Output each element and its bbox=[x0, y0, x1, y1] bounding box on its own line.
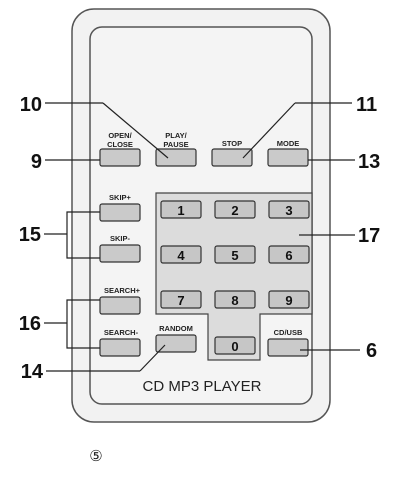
key-8-label: 8 bbox=[231, 293, 238, 308]
key-1[interactable] bbox=[160, 200, 202, 219]
leader-16-bracket bbox=[66, 299, 100, 349]
key-5[interactable] bbox=[214, 245, 256, 264]
callout-6: 6 bbox=[366, 340, 377, 362]
mode-label: MODE bbox=[277, 139, 300, 148]
skip-plus-label: SKIP+ bbox=[109, 193, 132, 202]
search-plus-button[interactable] bbox=[99, 296, 141, 315]
search-plus-label: SEARCH+ bbox=[104, 286, 141, 295]
key-3-label: 3 bbox=[285, 203, 292, 218]
key-0[interactable] bbox=[214, 336, 256, 355]
key-4-label: 4 bbox=[177, 248, 185, 263]
leader-lines bbox=[44, 102, 360, 372]
mode-button[interactable] bbox=[267, 148, 309, 167]
key-7-label: 7 bbox=[177, 293, 184, 308]
open-close-button[interactable] bbox=[99, 148, 141, 167]
cd-usb-label: CD/USB bbox=[274, 328, 303, 337]
skip-plus-button[interactable] bbox=[99, 203, 141, 222]
open-close-label-line2: CLOSE bbox=[107, 140, 133, 149]
key-1-label: 1 bbox=[177, 203, 184, 218]
stop-button[interactable] bbox=[211, 148, 253, 167]
callout-16: 16 bbox=[19, 313, 41, 335]
search-minus-label: SEARCH- bbox=[104, 328, 139, 337]
play-pause-label-line1: PLAY/ bbox=[165, 131, 187, 140]
key-9[interactable] bbox=[268, 290, 310, 309]
open-close-label-line1: OPEN/ bbox=[108, 131, 132, 140]
cd-usb-button[interactable] bbox=[267, 338, 309, 357]
callout-9: 9 bbox=[31, 151, 42, 173]
key-5-label: 5 bbox=[231, 248, 238, 263]
key-4[interactable] bbox=[160, 245, 202, 264]
key-6-label: 6 bbox=[285, 248, 292, 263]
stop-label: STOP bbox=[222, 139, 242, 148]
play-pause-button[interactable] bbox=[155, 148, 197, 167]
leader-11-diag bbox=[242, 102, 296, 159]
random-button[interactable] bbox=[155, 334, 197, 353]
callout-17: 17 bbox=[358, 225, 380, 247]
number-keypad-frame bbox=[155, 192, 313, 361]
leader-10-diag bbox=[102, 102, 169, 159]
callout-11: 11 bbox=[356, 94, 377, 116]
callout-14: 14 bbox=[21, 361, 44, 383]
leader-15-bracket bbox=[66, 211, 100, 259]
key-9-label: 9 bbox=[285, 293, 292, 308]
callout-13: 13 bbox=[358, 151, 380, 173]
key-2-label: 2 bbox=[231, 203, 238, 218]
leader-14-diag bbox=[139, 344, 166, 372]
key-6[interactable] bbox=[268, 245, 310, 264]
model-label: CD MP3 PLAYER bbox=[143, 378, 262, 395]
skip-minus-label: SKIP- bbox=[110, 234, 131, 243]
key-7[interactable] bbox=[160, 290, 202, 309]
key-0-label: 0 bbox=[231, 339, 238, 354]
key-3[interactable] bbox=[268, 200, 310, 219]
play-pause-label-line2: PAUSE bbox=[163, 140, 188, 149]
skip-minus-button[interactable] bbox=[99, 244, 141, 263]
figure-marker: ⑤ bbox=[89, 448, 102, 465]
key-8[interactable] bbox=[214, 290, 256, 309]
random-label: RANDOM bbox=[159, 324, 193, 333]
callout-10: 10 bbox=[20, 94, 42, 116]
callout-15: 15 bbox=[19, 224, 41, 246]
key-2[interactable] bbox=[214, 200, 256, 219]
search-minus-button[interactable] bbox=[99, 338, 141, 357]
